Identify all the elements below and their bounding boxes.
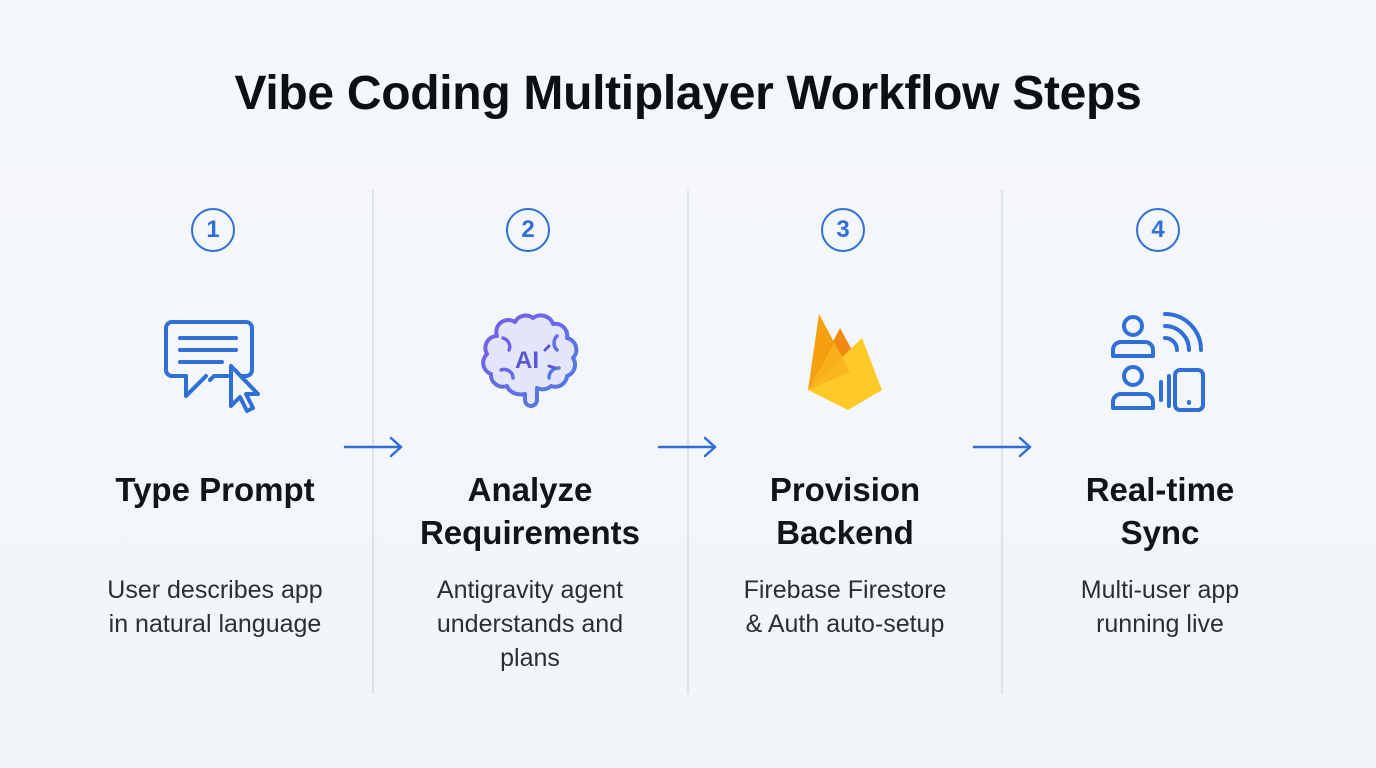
step-description-line: in natural language	[108, 610, 322, 638]
step-number-badge: 1	[191, 208, 235, 252]
step-title: Type Prompt	[60, 468, 370, 511]
users-wireless-device-icon	[1105, 308, 1215, 418]
step-type-prompt: 1 Type Prompt User describes app in natu…	[60, 0, 370, 768]
step-description-line: Multi-user app	[1080, 576, 1240, 604]
step-title-line: Backend	[776, 514, 914, 551]
step-description-line: User describes app	[107, 576, 323, 604]
column-divider	[1001, 190, 1003, 694]
step-title-line: Real-time	[1085, 471, 1235, 508]
ai-brain-icon: AI	[475, 308, 585, 418]
step-title-line: Provision	[769, 471, 921, 508]
step-title-line: Type Prompt	[115, 471, 315, 508]
column-divider	[687, 190, 689, 694]
step-provision-backend: 3 Provision Backend Firebase Firestore &…	[690, 0, 1000, 768]
step-description-line: Firebase Firestore	[743, 576, 947, 604]
step-real-time-sync: 4 Real-time Sync Multi-user app running …	[1005, 0, 1315, 768]
step-description: Firebase Firestore & Auth auto-setup	[700, 573, 990, 641]
arrow-right-icon	[343, 433, 405, 461]
step-title: Analyze Requirements	[375, 468, 685, 554]
step-description-line: understands and	[436, 610, 624, 638]
step-number-badge: 4	[1136, 208, 1180, 252]
step-title: Real-time Sync	[1005, 468, 1315, 554]
step-title-line: Analyze	[467, 471, 593, 508]
step-title: Provision Backend	[690, 468, 1000, 554]
step-description-line: plans	[500, 644, 560, 672]
chat-bubble-cursor-icon	[160, 308, 270, 418]
step-description-line: & Auth auto-setup	[745, 610, 945, 638]
firebase-flame-icon	[790, 308, 900, 418]
column-divider	[372, 190, 374, 694]
arrow-right-icon	[657, 433, 719, 461]
step-description: Antigravity agent understands and plans	[385, 573, 675, 675]
arrow-right-icon	[972, 433, 1034, 461]
step-title-line: Sync	[1120, 514, 1200, 551]
ai-text-label: AI	[515, 347, 539, 374]
step-description: User describes app in natural language	[70, 573, 360, 641]
step-title-line: Requirements	[419, 514, 641, 551]
step-number-badge: 2	[506, 208, 550, 252]
page-title: Vibe Coding Multiplayer Workflow Steps	[234, 67, 1142, 120]
step-description-line: running live	[1096, 610, 1224, 638]
step-description: Multi-user app running live	[1015, 573, 1305, 641]
step-description-line: Antigravity agent	[436, 576, 624, 604]
step-number-badge: 3	[821, 208, 865, 252]
step-analyze-requirements: 2 AI Analyze Requirements Antigravity ag…	[375, 0, 685, 768]
